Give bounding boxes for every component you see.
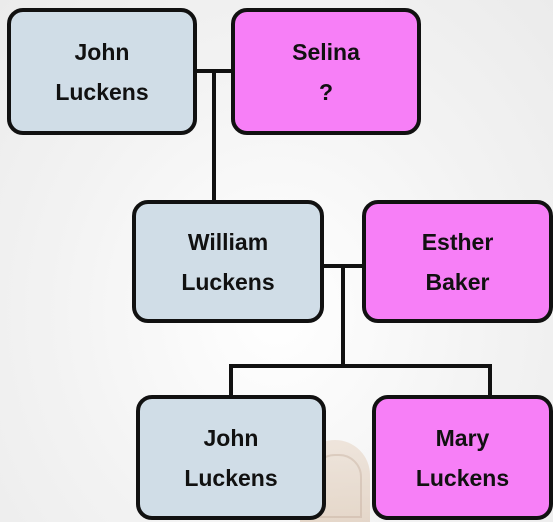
person-card-john-luckens-gen1[interactable]: John Luckens xyxy=(7,8,197,135)
person-card-william-luckens[interactable]: William Luckens xyxy=(132,200,324,323)
person-card-john-luckens-gen3[interactable]: John Luckens xyxy=(136,395,326,520)
person-card-selina[interactable]: Selina ? xyxy=(231,8,421,135)
person-card-esther-baker[interactable]: Esther Baker xyxy=(362,200,553,323)
last-name: Baker xyxy=(425,268,490,295)
first-name: John xyxy=(203,424,259,451)
last-name: ? xyxy=(318,78,334,105)
first-name: William xyxy=(187,228,269,255)
first-name: Mary xyxy=(435,424,490,451)
first-name: Esther xyxy=(421,228,494,255)
first-name: Selina xyxy=(292,38,360,65)
person-card-mary-luckens[interactable]: Mary Luckens xyxy=(372,395,553,520)
last-name: Luckens xyxy=(55,78,149,105)
last-name: Luckens xyxy=(184,464,278,491)
first-name: John xyxy=(74,38,130,65)
last-name: Luckens xyxy=(181,268,275,295)
last-name: Luckens xyxy=(415,464,510,491)
